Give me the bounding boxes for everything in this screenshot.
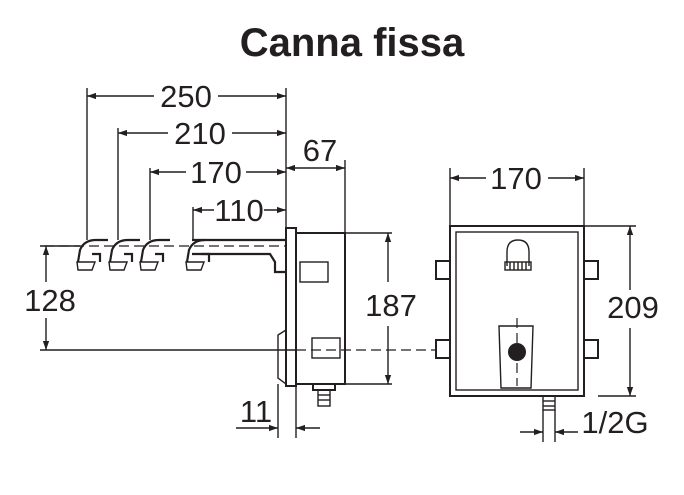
valve-body-side	[295, 232, 346, 385]
spout-outlets	[76, 238, 211, 271]
diagram-title: Canna fissa	[240, 21, 465, 65]
mount-tab-top-left	[435, 260, 451, 280]
side-view: 250 210 170 110 67	[24, 79, 520, 438]
sensor-window	[498, 325, 534, 389]
valve-body-inner	[455, 231, 579, 391]
dim-128-label: 128	[24, 283, 76, 318]
dim-250-label: 250	[160, 79, 212, 114]
dim-67-label: 67	[303, 133, 337, 168]
front-outlet	[504, 239, 532, 271]
dim-110-label: 110	[214, 193, 263, 228]
side-window-top	[299, 261, 329, 283]
dim-209-label: 209	[607, 290, 659, 325]
inlet-fitting-side	[317, 389, 331, 407]
inlet-fitting-front	[542, 395, 556, 411]
front-view: 170 209	[435, 161, 659, 442]
dim-170-side-label: 170	[190, 155, 242, 190]
dim-11-label: 11	[240, 394, 272, 429]
mount-tab-bottom-right	[583, 339, 599, 359]
wall-plate	[285, 227, 297, 387]
dim-170-front-label: 170	[490, 161, 542, 196]
dim-thread-label: 1/2G	[581, 405, 648, 440]
spout-pipe	[192, 238, 286, 274]
dim-210-label: 210	[174, 116, 226, 151]
mount-tab-bottom-left	[435, 339, 451, 359]
mount-tab-top-right	[583, 260, 599, 280]
dim-187-label: 187	[365, 288, 417, 323]
side-window-bottom	[311, 337, 341, 359]
